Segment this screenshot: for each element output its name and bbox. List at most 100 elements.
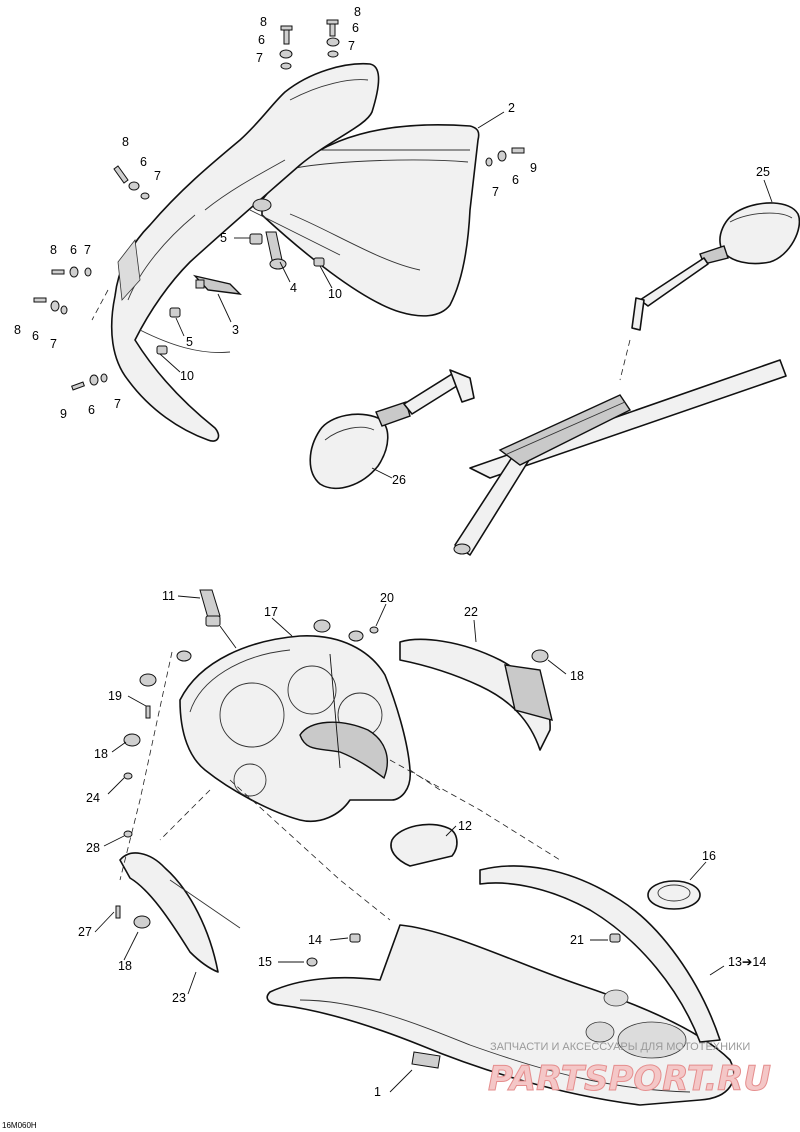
grommet-6 — [279, 49, 293, 59]
lower-fairing-1 — [266, 865, 735, 1106]
screw-9 — [511, 147, 525, 154]
grommet-18 — [123, 733, 141, 747]
callout-18: 18 — [118, 959, 132, 973]
callout-7: 7 — [154, 169, 161, 183]
bracket-1 — [411, 1051, 441, 1069]
callout-18: 18 — [570, 669, 584, 683]
screw-8 — [280, 25, 293, 45]
screw-27 — [115, 905, 121, 919]
bracket-3 — [192, 274, 242, 295]
callout-6: 6 — [512, 173, 519, 187]
grommet-18 — [531, 649, 549, 663]
grommet-6 — [326, 37, 340, 47]
grommet-6 — [497, 150, 507, 162]
callout-27: 27 — [78, 925, 92, 939]
callout-14: 14 — [308, 933, 322, 947]
callout-9: 9 — [530, 161, 537, 175]
callout-9: 9 — [60, 407, 67, 421]
washer-7 — [280, 62, 292, 70]
grommet-6 — [89, 374, 99, 386]
side-panel-22 — [399, 638, 553, 751]
callout-12: 12 — [458, 819, 472, 833]
callout-8: 8 — [14, 323, 21, 337]
leader-lines — [94, 111, 773, 1093]
callout-6: 6 — [88, 403, 95, 417]
watermark: ЗАПЧАСТИ И АКСЕССУАРЫ ДЛЯ МОТОТЕХНИКИ PA… — [488, 1041, 772, 1100]
grommet-top — [139, 673, 157, 687]
windshield — [261, 124, 480, 317]
upper-fairing — [110, 62, 380, 442]
handlebar — [453, 359, 787, 556]
callout-8: 8 — [354, 5, 361, 19]
grommet-6 — [69, 266, 79, 278]
clip-24 — [123, 772, 133, 780]
figure-code: 16M060H — [2, 1121, 37, 1130]
mirror-right — [631, 202, 800, 331]
callout-26: 26 — [392, 473, 406, 487]
assembly-lines — [91, 289, 631, 921]
washer-7 — [60, 305, 68, 315]
nut-14 — [349, 933, 361, 943]
callout-2: 2 — [508, 101, 515, 115]
callout-19: 19 — [108, 689, 122, 703]
callout-28: 28 — [86, 841, 100, 855]
callout-15: 15 — [258, 955, 272, 969]
callout-6: 6 — [32, 329, 39, 343]
washer-7 — [84, 267, 92, 277]
fairing-inner-bracket — [249, 198, 341, 256]
grommet-top — [348, 630, 364, 642]
callout-7: 7 — [84, 243, 91, 257]
watermark-logo: PARTSPORT.RU — [488, 1059, 771, 1099]
callout-5: 5 — [186, 335, 193, 349]
grommet-top — [313, 619, 331, 633]
clip-10 — [156, 345, 168, 355]
callout-4: 4 — [290, 281, 297, 295]
clip-10 — [313, 257, 325, 267]
bracket-23 — [119, 852, 241, 973]
callout-25: 25 — [756, 165, 770, 179]
clip-28 — [123, 830, 133, 838]
callout-22: 22 — [464, 605, 478, 619]
callout-7: 7 — [348, 39, 355, 53]
gauge-panel-17 — [179, 635, 411, 822]
callout-7: 7 — [50, 337, 57, 351]
watermark-caption: ЗАПЧАСТИ И АКСЕССУАРЫ ДЛЯ МОТОТЕХНИКИ — [490, 1041, 750, 1053]
connector-11 — [199, 589, 221, 627]
callout-3: 3 — [232, 323, 239, 337]
washer-7 — [485, 157, 493, 167]
callout-6: 6 — [258, 33, 265, 47]
grommet-6 — [128, 181, 140, 191]
nut-21 — [609, 933, 621, 943]
callout-13-14: 13➔14 — [728, 955, 766, 969]
callout-17: 17 — [264, 605, 278, 619]
callout-8: 8 — [260, 15, 267, 29]
nut-5 — [169, 307, 181, 318]
grommet-6 — [50, 300, 60, 312]
washer-7 — [140, 192, 150, 200]
callout-16: 16 — [702, 849, 716, 863]
mirror-left — [309, 369, 475, 490]
callout-8: 8 — [122, 135, 129, 149]
clip-20 — [369, 626, 379, 634]
trim-ring-16 — [647, 880, 701, 910]
callout-5: 5 — [220, 231, 227, 245]
screw-9 — [71, 381, 85, 391]
callout-7: 7 — [256, 51, 263, 65]
washer-7 — [327, 50, 339, 58]
callout-10: 10 — [180, 369, 194, 383]
callout-23: 23 — [172, 991, 186, 1005]
clip-15 — [306, 957, 318, 967]
callout-8: 8 — [50, 243, 57, 257]
cover-12 — [390, 823, 458, 867]
callout-6: 6 — [70, 243, 77, 257]
screw-8 — [326, 19, 339, 37]
screw-8 — [33, 297, 47, 303]
screw-19 — [145, 705, 151, 719]
callout-18: 18 — [94, 747, 108, 761]
bolt-4 — [265, 231, 287, 270]
callout-20: 20 — [380, 591, 394, 605]
callout-11: 11 — [162, 589, 175, 603]
callout-1: 1 — [374, 1085, 381, 1099]
screw-8 — [51, 269, 65, 275]
